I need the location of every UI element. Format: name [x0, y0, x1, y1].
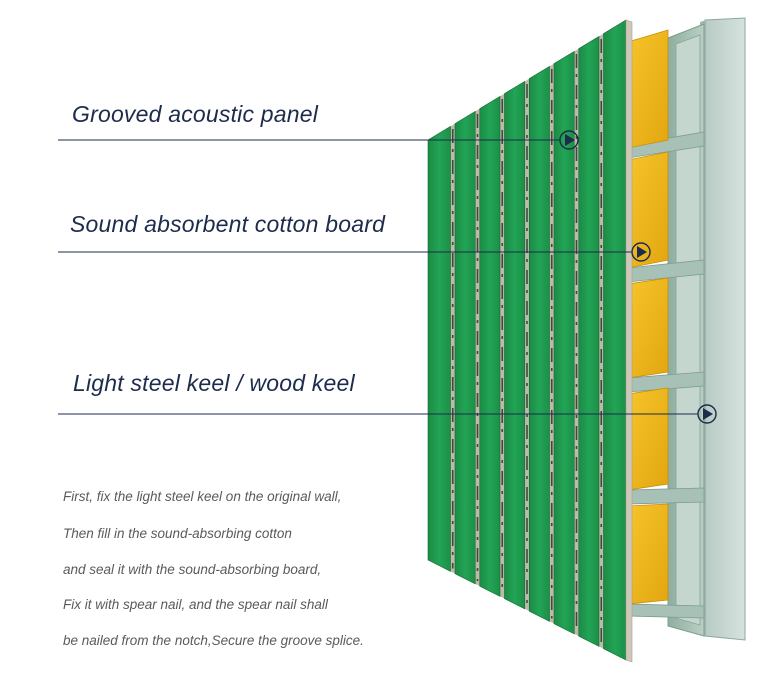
original-wall [700, 17, 746, 641]
arrow-marker-cotton [631, 242, 651, 262]
callout-label-cotton-board: Sound absorbent cotton board [70, 211, 386, 237]
steel-keel-frame [627, 23, 705, 637]
callout-label-acoustic-panel: Grooved acoustic panel [72, 101, 319, 127]
note-line: be nailed from the notch,Secure the groo… [63, 633, 364, 648]
grooved-acoustic-panel [427, 19, 633, 663]
note-line: First, fix the light steel keel on the o… [63, 489, 342, 504]
note-line: Fix it with spear nail, and the spear na… [63, 597, 328, 612]
panel-strip [603, 19, 627, 661]
panel-strip [479, 95, 501, 597]
panel-strip [504, 80, 526, 610]
arrow-marker-keel [697, 404, 717, 424]
panel-strip [578, 35, 600, 647]
cotton-boards [627, 29, 669, 605]
callout-label-keel: Light steel keel / wood keel [73, 370, 355, 396]
note-line: Then fill in the sound-absorbing cotton [63, 526, 292, 541]
panel-strip [454, 110, 476, 585]
arrow-marker-panel [559, 130, 579, 150]
panel-strip [427, 125, 451, 572]
callout-lines [58, 139, 698, 415]
panel-strip [528, 65, 550, 622]
note-line: and seal it with the sound-absorbing boa… [63, 562, 322, 577]
panel-strip [553, 50, 575, 635]
